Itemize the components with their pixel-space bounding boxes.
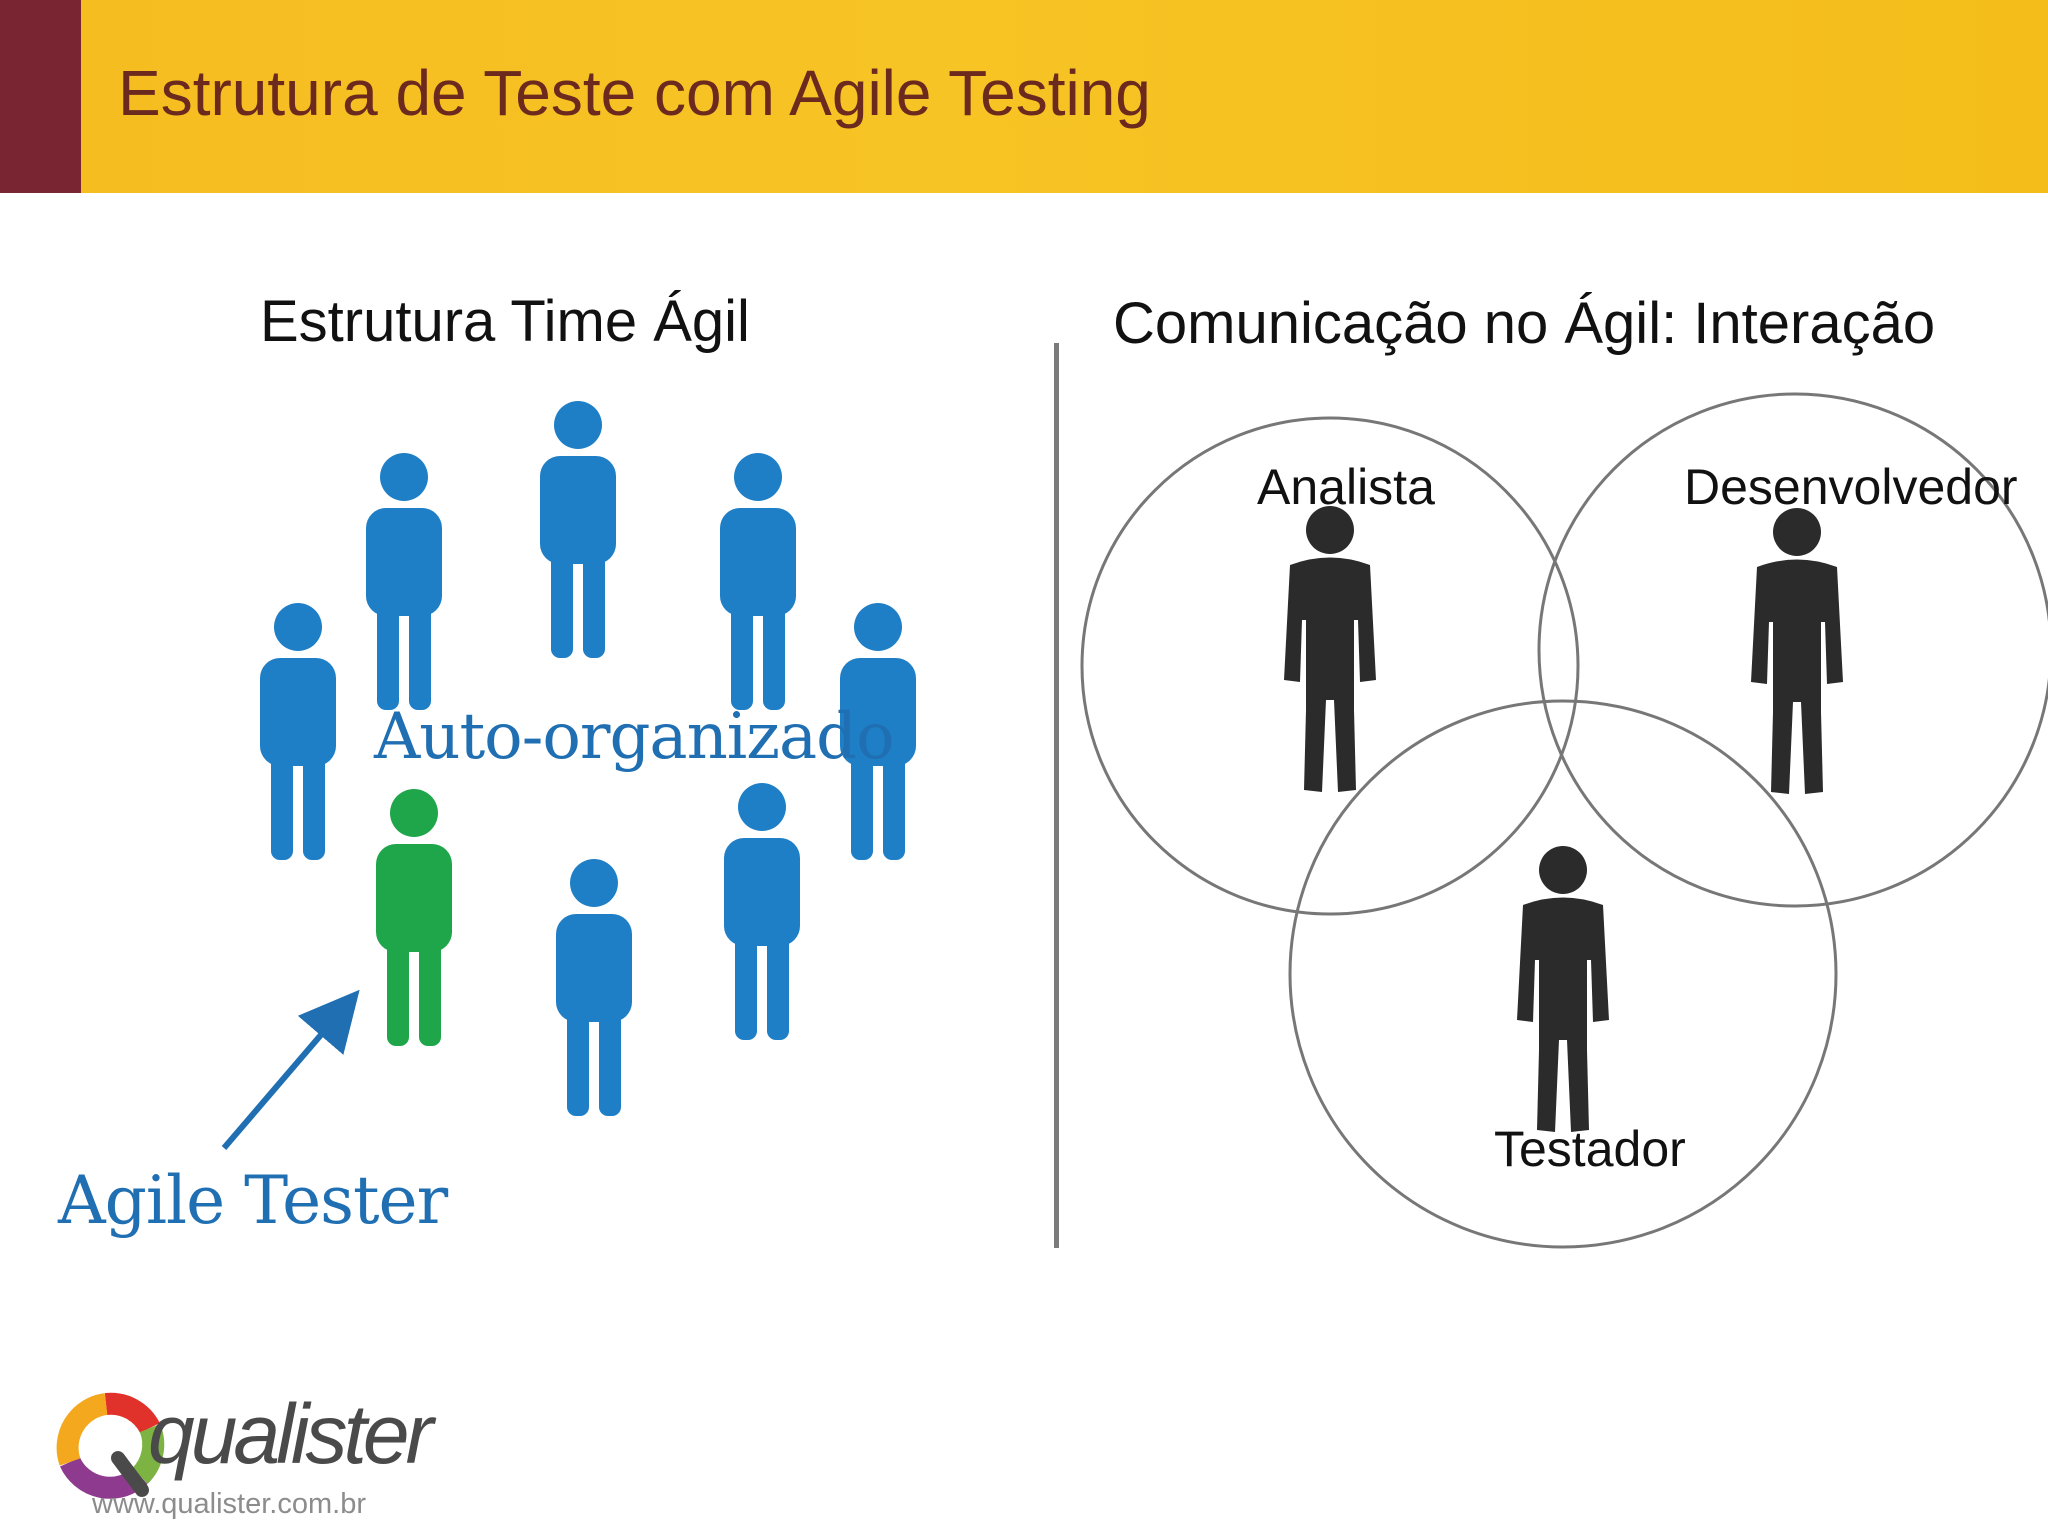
team-structure-title: Estrutura Time Ágil [260,289,750,354]
header-accent [0,0,81,193]
analyst-circle [1080,416,1580,916]
logo-url: www.qualister.com.br [92,1488,366,1520]
developer-circle [1537,392,2048,908]
role-developer-label: Desenvolvedor [1684,459,2018,515]
communication-title: Comunicação no Ágil: Interação [1113,291,1936,356]
pointer-arrow [221,989,360,1150]
header-bar [0,0,2048,193]
slide-title: Estrutura de Teste com Agile Testing [118,57,1151,129]
auto-organized-label: Auto-organizado [374,700,895,774]
tester-circle [1288,699,1838,1249]
panel-divider [1054,343,1059,1248]
logo-wordmark: qualister [148,1387,434,1481]
role-analyst-label: Analista [1257,459,1435,515]
role-tester-label: Testador [1494,1121,1686,1177]
agile-tester-label: Agile Tester [58,1162,448,1239]
